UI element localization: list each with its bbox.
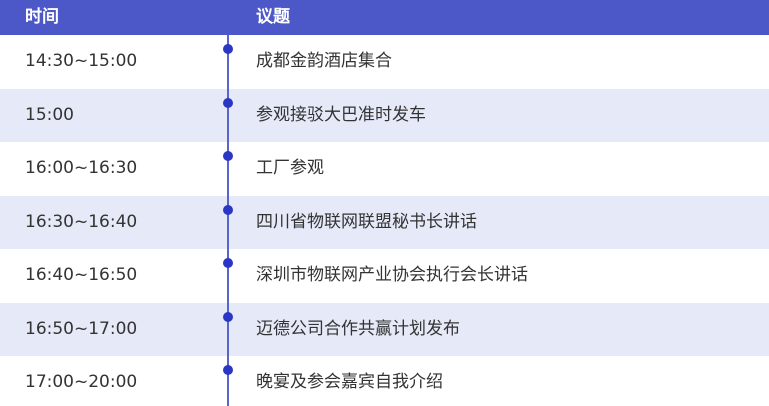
row-time: 15:00 (25, 104, 74, 125)
row-topic: 成都金韵酒店集合 (256, 51, 392, 71)
table-row: 16:30~16:40 四川省物联网联盟秘书长讲话 (0, 195, 769, 249)
row-topic: 工厂参观 (256, 158, 324, 178)
timeline-dot-icon (223, 365, 233, 375)
timeline-dot-icon (223, 258, 233, 268)
table-row: 17:00~20:00 晚宴及参会嘉宾自我介绍 (0, 356, 769, 406)
table-row: 16:00~16:30 工厂参观 (0, 142, 769, 196)
table-row: 16:50~17:00 迈德公司合作共赢计划发布 (0, 302, 769, 356)
header-topic: 议题 (256, 7, 290, 27)
timeline-dot-icon (223, 204, 233, 215)
timeline-dot-icon (223, 44, 233, 54)
timeline-line (227, 35, 229, 406)
row-topic: 四川省物联网联盟秘书长讲话 (256, 211, 477, 232)
timeline-dot-icon (223, 151, 233, 161)
row-topic: 深圳市物联网产业协会执行会长讲话 (256, 265, 528, 285)
row-topic: 参观接驳大巴准时发车 (256, 104, 426, 125)
table-row: 16:40~16:50 深圳市物联网产业协会执行会长讲话 (0, 249, 769, 303)
row-time: 14:30~15:00 (25, 51, 138, 71)
row-time: 16:30~16:40 (25, 211, 138, 232)
header-time: 时间 (25, 7, 59, 27)
row-time: 16:00~16:30 (25, 158, 138, 178)
row-time: 17:00~20:00 (25, 372, 138, 392)
timeline-dot-icon (223, 311, 233, 322)
row-topic: 迈德公司合作共赢计划发布 (256, 318, 460, 339)
row-time: 16:40~16:50 (25, 265, 138, 285)
row-topic: 晚宴及参会嘉宾自我介绍 (256, 372, 443, 392)
table-row: 14:30~15:00 成都金韵酒店集合 (0, 35, 769, 89)
table-row: 15:00 参观接驳大巴准时发车 (0, 88, 769, 142)
table-header: 时间 议题 (0, 0, 769, 35)
timeline-dot-icon (223, 97, 233, 108)
agenda-rows: 14:30~15:00 成都金韵酒店集合 15:00 参观接驳大巴准时发车 16… (0, 35, 769, 406)
row-time: 16:50~17:00 (25, 318, 138, 339)
